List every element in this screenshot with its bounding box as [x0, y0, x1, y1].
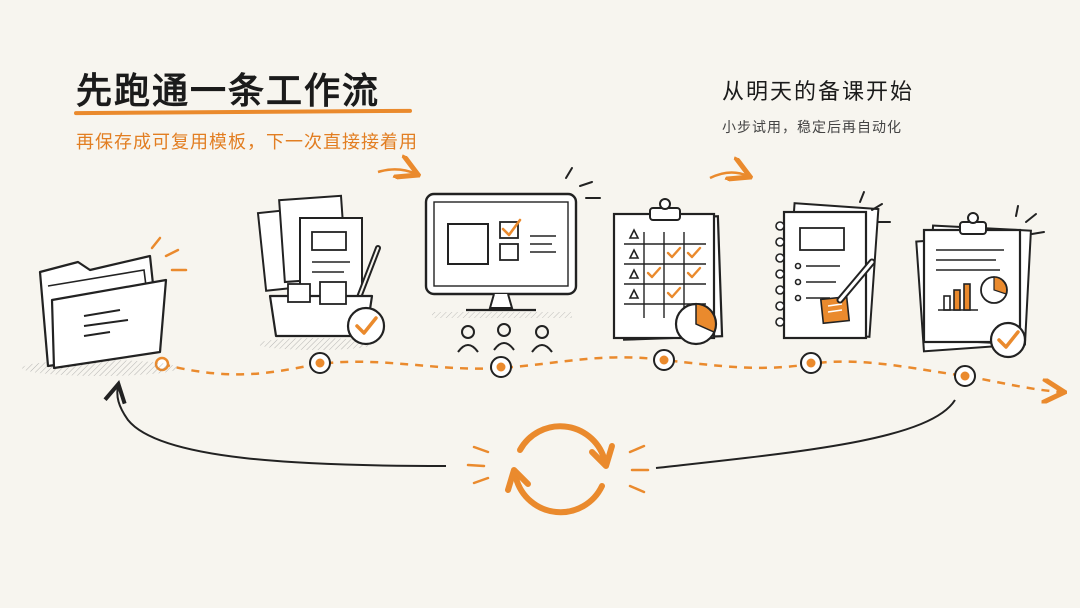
- materials-box-icon: [256, 194, 386, 350]
- timeline-node-5: [800, 352, 822, 374]
- timeline-node-4: [653, 349, 675, 371]
- timeline-node-2: [309, 352, 331, 374]
- aside-title: 从明天的备课开始: [722, 80, 915, 105]
- report-chart-icon: [915, 205, 1045, 359]
- timeline-path: [161, 356, 1062, 392]
- checklist-clipboard-icon: [612, 198, 724, 346]
- flow-arrow-top-1: [377, 169, 416, 174]
- notebook-pen-icon: [775, 191, 891, 340]
- aside-subtitle: 小步试用，稳定后再自动化: [722, 120, 902, 136]
- monitor-presentation-icon: [424, 167, 601, 353]
- timeline-node-3: [490, 356, 512, 378]
- page-subtitle: 再保存成可复用模板，下一次直接接着用: [76, 132, 418, 153]
- return-loop-left: [117, 386, 447, 467]
- timeline-node-6: [954, 365, 976, 387]
- folder-icon: [22, 236, 188, 376]
- return-loop-right: [655, 399, 956, 469]
- refresh-cycle-icon: [466, 423, 650, 516]
- flow-arrow-top-2: [709, 172, 748, 178]
- page-title: 先跑通一条工作流: [76, 71, 381, 112]
